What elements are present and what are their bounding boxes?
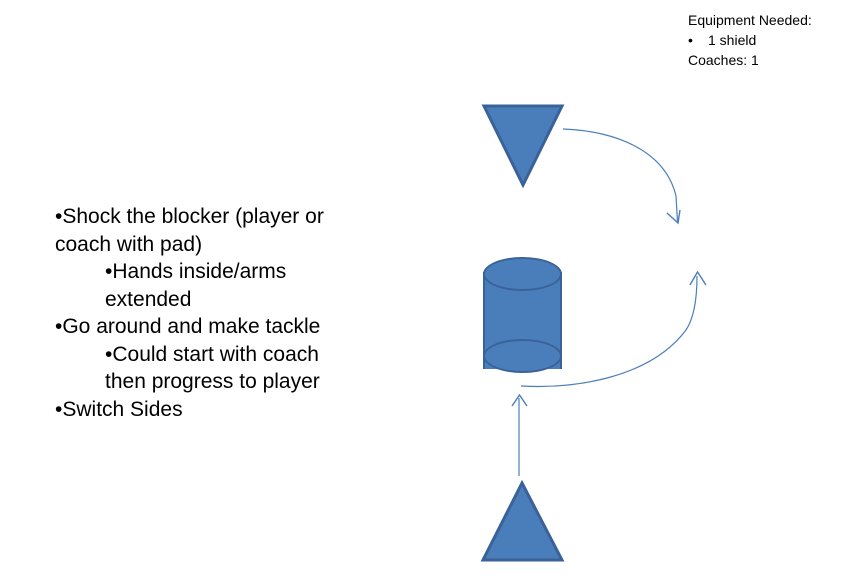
defender-triangle-top <box>481 104 565 189</box>
equipment-block: Equipment Needed: • 1 shield Coaches: 1 <box>688 10 858 70</box>
cylinder-bottom-cap <box>483 339 562 373</box>
coaches-count-label: Coaches: 1 <box>688 52 759 68</box>
equipment-title: Equipment Needed: <box>688 12 812 28</box>
player-triangle-bottom <box>480 479 565 562</box>
equipment-list-item: • 1 shield <box>688 30 858 50</box>
cylinder-top-cap <box>483 257 562 291</box>
instruction-line: •Go around and make tackle <box>55 315 321 338</box>
blocker-cylinder-shape <box>483 257 562 384</box>
instruction-list: •Shock the blocker (player or coach with… <box>55 203 345 423</box>
arrowhead-down-icon <box>666 209 681 225</box>
arrow-top-curve-down-tail <box>675 195 679 223</box>
arrowhead-up-right-icon <box>689 270 707 286</box>
bullet-icon: • <box>688 32 693 48</box>
arrowhead-up-icon <box>511 393 528 407</box>
arrow-top-curve-down-path <box>562 128 677 197</box>
equipment-item-label: 1 shield <box>708 32 757 48</box>
instruction-line: •Hands inside/arms extended <box>105 260 287 311</box>
instruction-line: •Switch Sides <box>55 397 183 421</box>
instruction-line: •Shock the blocker (player or coach with… <box>55 205 324 256</box>
instruction-line: •Could start with coach then progress to… <box>105 342 320 394</box>
